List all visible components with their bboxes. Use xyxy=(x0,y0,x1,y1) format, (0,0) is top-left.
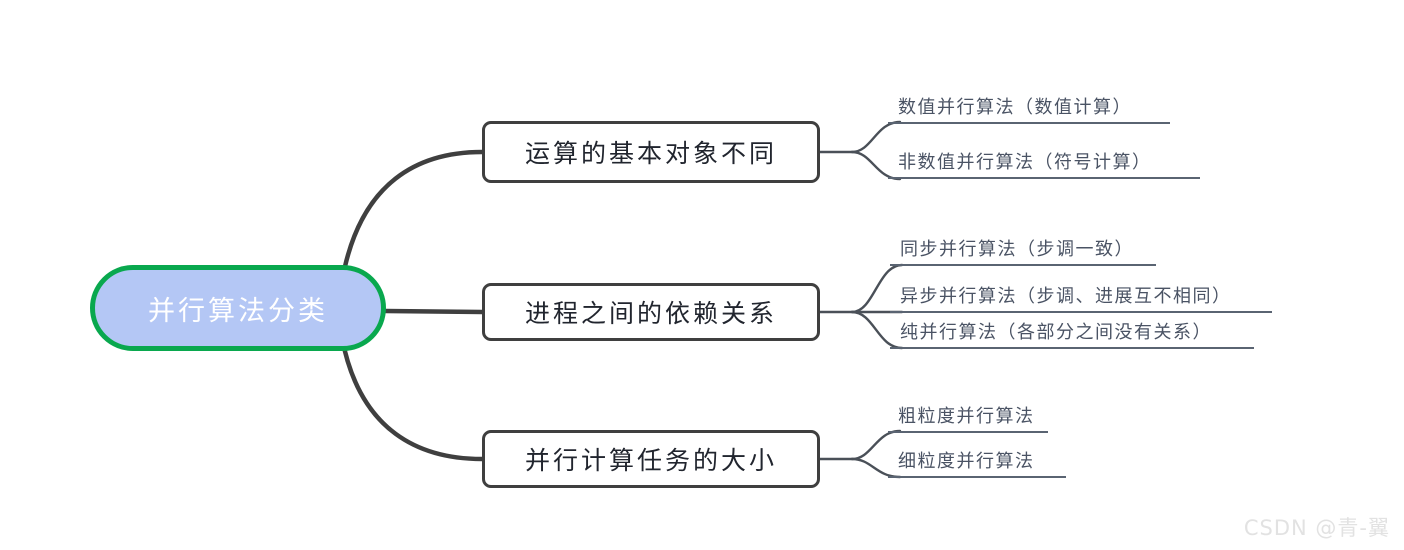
branch-node-2[interactable]: 并行计算任务的大小 xyxy=(482,430,820,488)
branch-node-2-label: 并行计算任务的大小 xyxy=(524,446,777,475)
leaf-node-1-0[interactable]: 同步并行算法（步调一致） xyxy=(890,239,1156,266)
root-node-label: 并行算法分类 xyxy=(148,295,328,327)
branch-node-0[interactable]: 运算的基本对象不同 xyxy=(482,121,820,183)
leaf-node-2-0[interactable]: 粗粒度并行算法 xyxy=(888,406,1048,433)
branch-node-1[interactable]: 进程之间的依赖关系 xyxy=(482,283,820,341)
leaf-node-2-1-label: 细粒度并行算法 xyxy=(898,451,1035,472)
leaf-node-2-0-label: 粗粒度并行算法 xyxy=(898,406,1035,427)
leaf-node-1-0-label: 同步并行算法（步调一致） xyxy=(900,239,1134,260)
leaf-node-1-1-label: 异步并行算法（步调、进展互不相同） xyxy=(900,286,1232,307)
leaf-node-1-1[interactable]: 异步并行算法（步调、进展互不相同） xyxy=(890,286,1272,313)
connector-root-to-branch-0 xyxy=(339,149,485,284)
connector-root-to-branch-2 xyxy=(339,335,485,462)
leaf-node-1-2-label: 纯并行算法（各部分之间没有关系） xyxy=(900,322,1212,343)
branch-node-0-label: 运算的基本对象不同 xyxy=(524,139,777,168)
leaf-node-2-1[interactable]: 细粒度并行算法 xyxy=(888,451,1066,478)
csdn-watermark: CSDN @青-翼 xyxy=(1243,516,1390,540)
connector-branch-0-to-leaf-0 xyxy=(850,120,902,154)
branch-node-1-label: 进程之间的依赖关系 xyxy=(524,299,777,328)
leaf-node-0-1[interactable]: 非数值并行算法（符号计算） xyxy=(888,152,1200,179)
root-node[interactable]: 并行算法分类 xyxy=(90,265,386,351)
leaf-node-0-0-label: 数值并行算法（数值计算） xyxy=(898,97,1132,118)
connector-root-to-branch-1 xyxy=(383,308,485,315)
leaf-node-0-0[interactable]: 数值并行算法（数值计算） xyxy=(888,97,1170,124)
leaf-node-0-1-label: 非数值并行算法（符号计算） xyxy=(898,152,1152,173)
leaf-node-1-2[interactable]: 纯并行算法（各部分之间没有关系） xyxy=(890,322,1254,349)
